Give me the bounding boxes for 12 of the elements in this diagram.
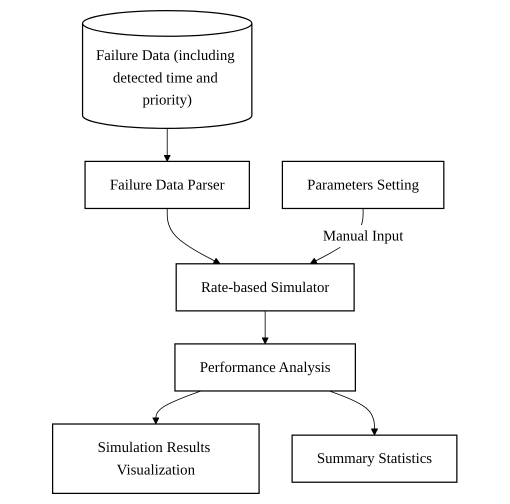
node-box: Performance Analysis bbox=[174, 343, 356, 392]
arrow bbox=[152, 390, 202, 424]
node-box: Rate-based Simulator bbox=[176, 263, 356, 312]
arrow bbox=[167, 208, 221, 264]
arrow bbox=[262, 310, 270, 344]
node-box: Parameters Setting bbox=[282, 160, 445, 210]
node-box: Simulation Results Visualization bbox=[52, 423, 260, 494]
arrow bbox=[164, 128, 172, 162]
node-box: Failure Data Parser bbox=[84, 160, 250, 210]
edge-label: Manual Input bbox=[323, 227, 404, 244]
node-box: Summary Statistics bbox=[292, 434, 458, 483]
arrow bbox=[329, 390, 378, 436]
